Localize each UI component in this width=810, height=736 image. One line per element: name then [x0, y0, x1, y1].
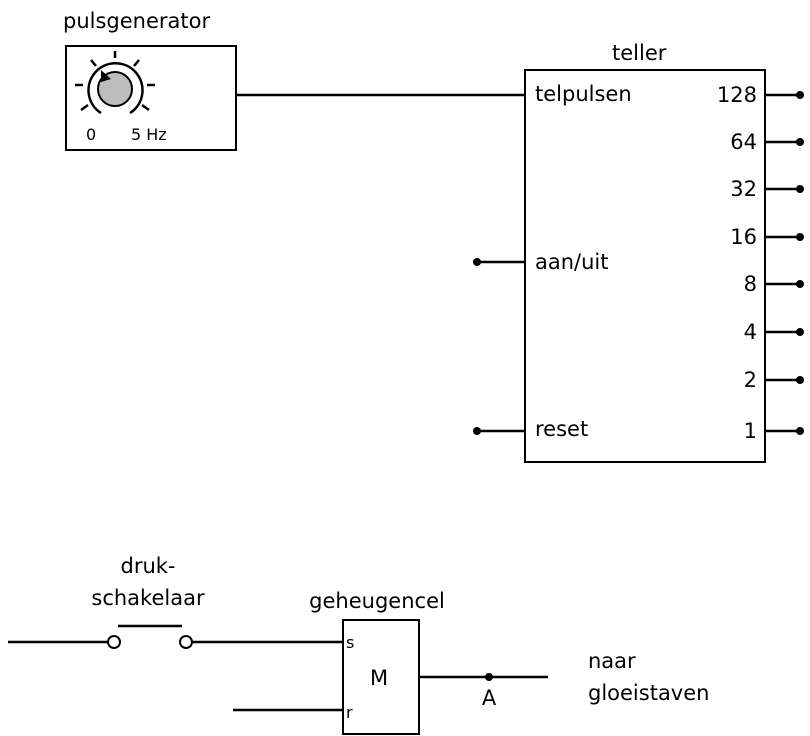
- switch-contact-left: [107, 635, 121, 649]
- counter-output-64: 64: [730, 130, 804, 154]
- point-a[interactable]: [485, 673, 493, 681]
- counter-output-label: 32: [730, 177, 757, 201]
- dial-scale-min: 0: [86, 125, 96, 144]
- socket-aan-uit[interactable]: [473, 258, 481, 266]
- push-switch: druk- schakelaar: [8, 554, 343, 649]
- frequency-dial[interactable]: [75, 51, 155, 115]
- counter-output-32: 32: [730, 177, 804, 201]
- output-socket[interactable]: [796, 138, 804, 146]
- memory-cell: geheugencel s r M: [233, 589, 445, 735]
- output-socket[interactable]: [796, 328, 804, 336]
- counter-output-16: 16: [730, 225, 804, 249]
- memory-cell-symbol: M: [370, 666, 388, 690]
- switch-contact-right: [179, 635, 193, 649]
- dial-scale-arc: [87, 62, 144, 115]
- dial-knob[interactable]: [97, 71, 133, 107]
- counter-input-telpulsen: telpulsen: [535, 82, 632, 106]
- dial-pointer-icon: [101, 70, 111, 82]
- socket-reset[interactable]: [473, 427, 481, 435]
- counter-output-label: 64: [730, 130, 757, 154]
- counter: teller telpulsen aan/uit reset 128 64 32…: [473, 41, 804, 463]
- output-to-heater: A naar gloeistaven: [419, 649, 709, 710]
- counter-output-8: 8: [744, 272, 804, 296]
- output-socket[interactable]: [796, 376, 804, 384]
- counter-output-128: 128: [717, 83, 804, 107]
- memory-cell-title: geheugencel: [309, 589, 445, 613]
- counter-box: [524, 69, 766, 463]
- push-switch-label-line1: druk-: [120, 554, 175, 578]
- output-socket[interactable]: [796, 91, 804, 99]
- counter-input-aan-uit: aan/uit: [535, 250, 609, 274]
- memory-cell-box: [342, 619, 420, 735]
- push-switch-label-line2: schakelaar: [91, 586, 205, 610]
- memory-cell-reset-label: r: [346, 703, 353, 722]
- counter-output-1: 1: [744, 419, 804, 443]
- counter-output-label: 4: [744, 320, 757, 344]
- output-socket[interactable]: [796, 280, 804, 288]
- counter-output-label: 1: [744, 419, 757, 443]
- counter-input-reset: reset: [535, 417, 588, 441]
- counter-output-label: 8: [744, 272, 757, 296]
- output-label-line1: naar: [588, 649, 636, 673]
- counter-title: teller: [612, 41, 667, 65]
- pulse-generator-title: pulsgenerator: [63, 9, 210, 33]
- output-label-line2: gloeistaven: [588, 681, 709, 705]
- pulse-generator: pulsgenerator 0 5 Hz: [63, 9, 237, 151]
- counter-output-2: 2: [744, 368, 804, 392]
- counter-output-4: 4: [744, 320, 804, 344]
- memory-cell-set-label: s: [346, 633, 354, 652]
- output-socket[interactable]: [796, 233, 804, 241]
- counter-output-label: 16: [730, 225, 757, 249]
- output-socket[interactable]: [796, 427, 804, 435]
- point-a-label: A: [482, 686, 497, 710]
- output-socket[interactable]: [796, 185, 804, 193]
- counter-output-label: 128: [717, 83, 757, 107]
- dial-scale-max: 5 Hz: [131, 125, 167, 144]
- counter-output-label: 2: [744, 368, 757, 392]
